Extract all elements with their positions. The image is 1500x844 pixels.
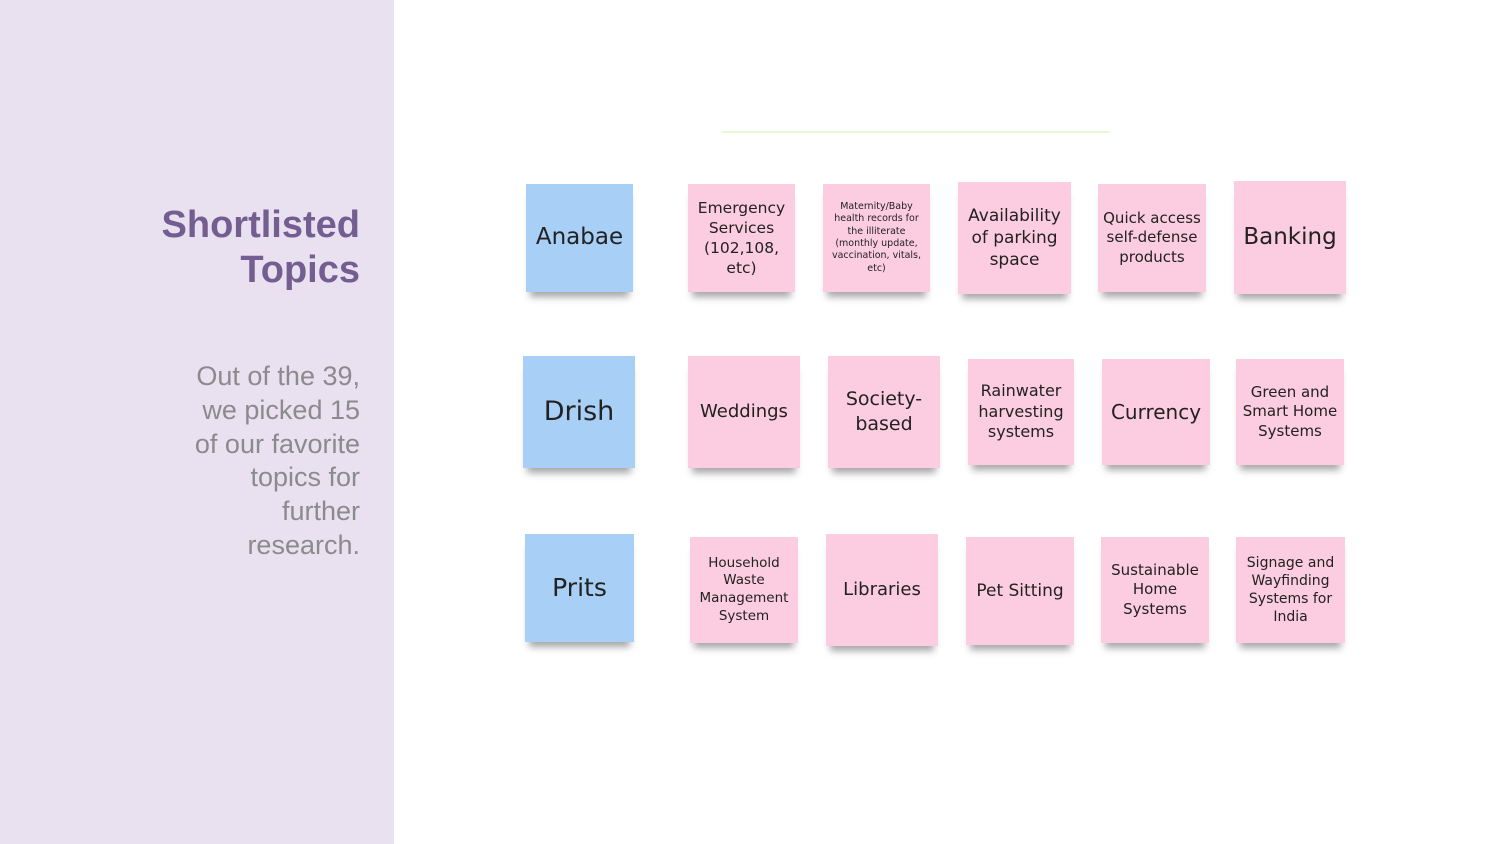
page-title: Shortlisted Topics <box>161 204 360 291</box>
person-note-drish: Drish <box>523 356 635 468</box>
topic-note: Banking <box>1234 181 1346 294</box>
topic-note: Sustainable Home Systems <box>1101 537 1209 643</box>
topic-note: Emergency Services (102,108, etc) <box>688 184 795 292</box>
sidebar-panel <box>0 0 394 844</box>
topic-note: Currency <box>1102 359 1210 465</box>
divider-line <box>722 131 1110 133</box>
person-note-anabae: Anabae <box>526 184 633 292</box>
topic-note: Libraries <box>826 534 938 646</box>
person-note-prits: Prits <box>525 534 634 642</box>
topic-note: Maternity/Baby health records for the il… <box>823 184 930 292</box>
page-subtitle: Out of the 39, we picked 15 of our favor… <box>194 361 360 560</box>
topic-note: Society-based <box>828 356 940 468</box>
topic-note: Pet Sitting <box>966 537 1074 645</box>
topic-note: Weddings <box>688 356 800 468</box>
topic-note: Household Waste Management System <box>690 537 798 643</box>
topic-note: Signage and Wayfinding Systems for India <box>1236 537 1345 643</box>
topic-note: Rainwater harvesting systems <box>968 359 1074 465</box>
topic-note: Green and Smart Home Systems <box>1236 359 1344 465</box>
topic-note: Quick access self-defense products <box>1098 184 1206 292</box>
topic-note: Availability of parking space <box>958 182 1071 294</box>
